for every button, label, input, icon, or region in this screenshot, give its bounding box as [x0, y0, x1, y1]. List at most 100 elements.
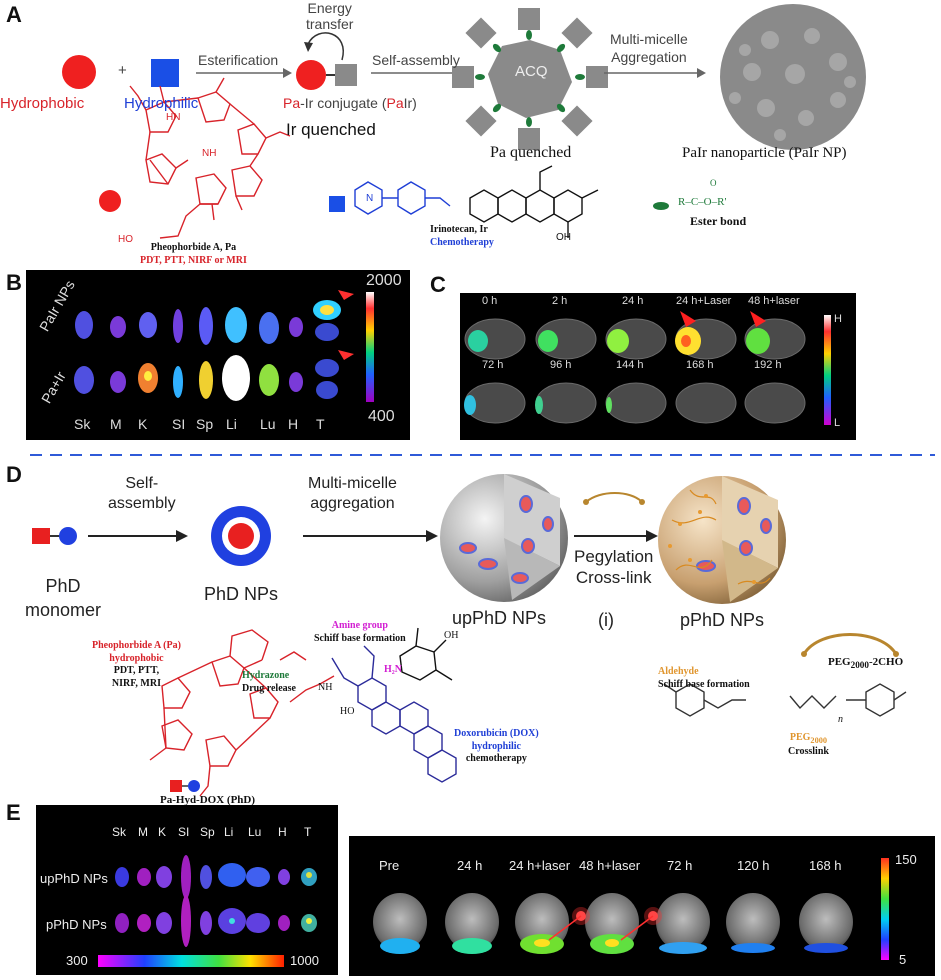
peg-cho-text: PEG — [828, 656, 851, 668]
phd-molecule-label: Pa-Hyd-DOX (PhD) — [160, 794, 256, 806]
irinotecan-structure — [354, 181, 451, 215]
hydrazone-release: Drug release — [242, 682, 296, 694]
panel-e-col-label-8: T — [304, 825, 312, 839]
hydrophilic-square — [151, 59, 179, 87]
pa-legend-circle — [99, 190, 121, 212]
panel-b-col-label-8: T — [316, 416, 325, 432]
panel-f-time-label-3: 48 h+laser — [579, 858, 641, 873]
phd-nps-label: PhD NPs — [204, 584, 279, 604]
multi-micelle-d-line1: Multi-micelle — [308, 475, 397, 492]
self-assembly-d-label: Self- assembly — [108, 474, 176, 514]
dox-name: Doxorubicin (DOX) — [454, 728, 539, 739]
panel-b-col-label-4: Sp — [196, 416, 214, 432]
dox-structure — [331, 645, 457, 783]
conjugate-pa: Pa — [283, 95, 301, 111]
panel-e-scale-max: 1000 — [290, 953, 319, 968]
panel-label-d: D — [6, 462, 22, 487]
esterification-label: Esterification — [198, 52, 279, 68]
panel-b-scale-max: 2000 — [366, 272, 402, 289]
panel-b-col-label-6: Lu — [260, 416, 276, 432]
hydrophobic-label: Hydrophobic — [0, 95, 85, 112]
upphd-nps-label: upPhD NPs — [452, 608, 547, 628]
peg-n: n — [838, 714, 843, 725]
peg2000-text: PEG — [789, 732, 811, 743]
pphd-nps-label: pPhD NPs — [680, 610, 765, 630]
panel-f-time-label-0: Pre — [379, 858, 400, 873]
amine-label: Amine group Schiff base formation — [314, 620, 406, 645]
panel-f-mice — [373, 858, 889, 960]
irinotecan-name: Irinotecan, Ir — [430, 224, 488, 235]
plus-sign: + — [118, 62, 127, 79]
irinotecan-use: Chemotherapy — [430, 236, 494, 248]
conjugate-label: Pa-Ir conjugate (PaIr) — [283, 95, 417, 111]
pheophorbide-uses: PDT, PTT, NIRF or MRI — [140, 254, 247, 266]
dox-label: Doxorubicin (DOX) hydrophilic chemothera… — [454, 728, 539, 766]
panel-b-organs — [74, 290, 374, 402]
ester-legend-ellipse — [653, 202, 669, 210]
monomer-square — [32, 528, 50, 544]
phd-monomer-line1: PhD — [45, 576, 81, 596]
panel-label-c: C — [430, 272, 446, 297]
aldehyde-name: Aldehyde — [658, 666, 699, 677]
energy-transfer-label: Energy transfer — [306, 0, 353, 32]
peg-cho-sub: 2000 — [850, 660, 869, 671]
multi-micelle-line2: Aggregation — [611, 49, 687, 65]
pa-label: Pheophorbide A (Pa) hydrophobic PDT, PTT… — [92, 640, 181, 690]
panel-c-row2-label-2: 144 h — [616, 359, 644, 371]
monomer-circle — [59, 527, 77, 545]
panel-c-row2-label-4: 192 h — [754, 359, 782, 371]
panel-c-row2-label-1: 96 h — [550, 359, 572, 371]
panel-f-scale-min: 5 — [899, 952, 907, 967]
dox-hydrophilic: hydrophilic — [471, 740, 521, 752]
panel-a: Hydrophobic + Hydrophilic Esterification… — [0, 0, 941, 266]
multi-micelle-label: Multi-micelle Aggregation — [610, 30, 688, 66]
amine-name: Amine group — [331, 620, 388, 631]
panel-b-col-label-3: SI — [172, 416, 186, 432]
peg-cho-suffix: -2CHO — [868, 656, 904, 668]
energy-transfer-arrow — [307, 32, 345, 61]
peg-cho-label: PEG2000-2CHO — [828, 656, 903, 672]
panel-c-row1-label-3: 24 h+Laser — [676, 295, 732, 307]
dox-nh: NH — [318, 682, 333, 693]
ir-legend-square — [329, 196, 345, 212]
panel-e-col-label-0: Sk — [112, 825, 127, 839]
panel-e-col-label-1: M — [138, 825, 148, 839]
panel-e-col-label-3: SI — [178, 825, 190, 839]
panel-a-graphics — [62, 4, 866, 239]
upphd-sphere — [440, 474, 568, 602]
pheo-ho: HO — [118, 234, 133, 245]
irinotecan-label: Irinotecan, Ir Chemotherapy — [430, 224, 494, 249]
self-assembly-d-line1: Self- — [125, 475, 159, 492]
aldehyde-schiff: Schiff base formation — [658, 678, 750, 690]
ir-quenched-label: Ir quenched — [286, 120, 376, 139]
energy-transfer-line2: transfer — [306, 16, 354, 32]
panel-f-scale-max: 150 — [895, 852, 917, 867]
pa-hyd-structure — [149, 629, 335, 797]
peg2000-label: PEG2000 Crosslink — [788, 732, 829, 759]
pa-hydrophobic: hydrophobic — [109, 652, 164, 664]
panel-b-col-label-2: K — [138, 416, 148, 432]
irino-n: N — [366, 193, 374, 204]
dox-ho: HO — [340, 706, 355, 717]
ester-formula: R–C–O–R' — [678, 196, 727, 208]
panel-c-mice — [464, 311, 831, 425]
pa-quenched-label: Pa quenched — [490, 144, 572, 161]
phd-monomer-label: PhD monomer — [18, 574, 108, 622]
hydrazone-label: Hydrazone Drug release — [242, 670, 296, 695]
pa-name: Pheophorbide A (Pa) — [92, 640, 181, 651]
multi-micelle-d-label: Multi-micelle aggregation — [308, 474, 397, 514]
peg2000-sub: 2000 — [810, 736, 828, 745]
panel-e-col-label-4: Sp — [200, 825, 215, 839]
conjugate-ir: Ir) — [403, 95, 417, 111]
panel-e-row2-label: pPhD NPs — [46, 917, 107, 932]
acq-label: ACQ — [515, 63, 548, 80]
panel-e-col-label-6: Lu — [248, 825, 262, 839]
